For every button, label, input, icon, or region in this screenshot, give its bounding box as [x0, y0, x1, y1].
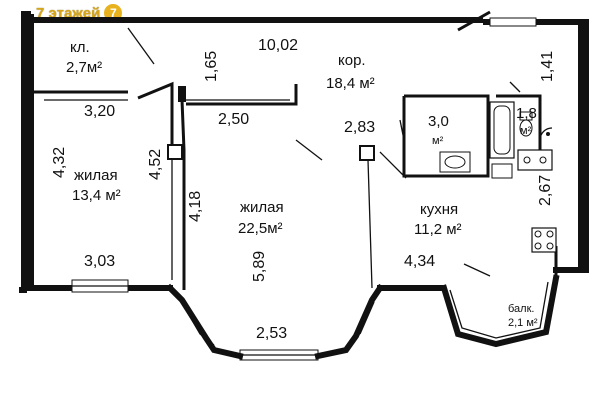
cooktop-icon: [531, 227, 557, 253]
room-kl-area: 2,7м²: [66, 59, 102, 76]
stove-icon: [517, 149, 553, 171]
column-left: [167, 144, 183, 160]
dim-2-67: 2,67: [537, 175, 554, 206]
dim-2-83: 2,83: [344, 119, 375, 136]
room-bath-area: 3,0: [428, 113, 449, 130]
room-living2-name: жилая: [240, 199, 284, 216]
dim-3-03: 3,03: [84, 253, 115, 270]
toilet-icon: [519, 111, 533, 137]
window-top-right: [489, 17, 537, 27]
fixtures: [439, 101, 557, 253]
room-kitchen-area: 11,2 м²: [414, 221, 462, 238]
dim-1-41: 1,41: [539, 51, 556, 82]
dim-3-20: 3,20: [84, 103, 115, 120]
room-balcony-name: балк.: [508, 303, 534, 315]
balcony-outline: [440, 274, 560, 348]
dim-4-34: 4,34: [404, 253, 435, 270]
room-kor-area: 18,4 м²: [326, 75, 375, 92]
room-kitchen-name: кухня: [420, 201, 458, 218]
room-wc-unit: м²: [520, 125, 532, 137]
dimension-labels: 10,02 1,65 1,41 3,20 2,50 2,83 4,32 4,52…: [51, 37, 556, 342]
windows: [71, 17, 537, 361]
room-balcony-area: 2,1 м²: [508, 317, 538, 329]
room-kl-name: кл.: [70, 39, 90, 56]
interior-walls: [34, 27, 558, 290]
dim-2-50: 2,50: [218, 111, 249, 128]
bay-window: [165, 283, 385, 360]
room-kor-name: кор.: [338, 52, 366, 69]
room-bath-unit: м²: [432, 135, 444, 147]
room-labels: кл. 2,7м² кор. 18,4 м² 3,0 м² 1,8 м² жил…: [66, 39, 538, 329]
left-wall-block: [24, 14, 34, 290]
dim-10-02: 10,02: [258, 37, 298, 54]
dim-4-52: 4,52: [147, 149, 164, 180]
column-right: [359, 145, 375, 161]
room-living2-area: 22,5м²: [238, 220, 283, 237]
room-living1-name: жилая: [74, 167, 118, 184]
right-wall-block: [578, 22, 588, 270]
dim-5-89: 5,89: [251, 251, 268, 282]
dim-4-18: 4,18: [187, 191, 204, 222]
washer-icon: [491, 163, 513, 179]
dim-1-65: 1,65: [203, 51, 220, 82]
dim-4-32: 4,32: [51, 147, 68, 178]
room-wc-area: 1,8: [516, 105, 537, 122]
outer-walls: [19, 10, 589, 293]
top-right-corner: [457, 10, 491, 32]
dim-2-53: 2,53: [256, 325, 287, 342]
room-living1-area: 13,4 м²: [72, 187, 121, 204]
